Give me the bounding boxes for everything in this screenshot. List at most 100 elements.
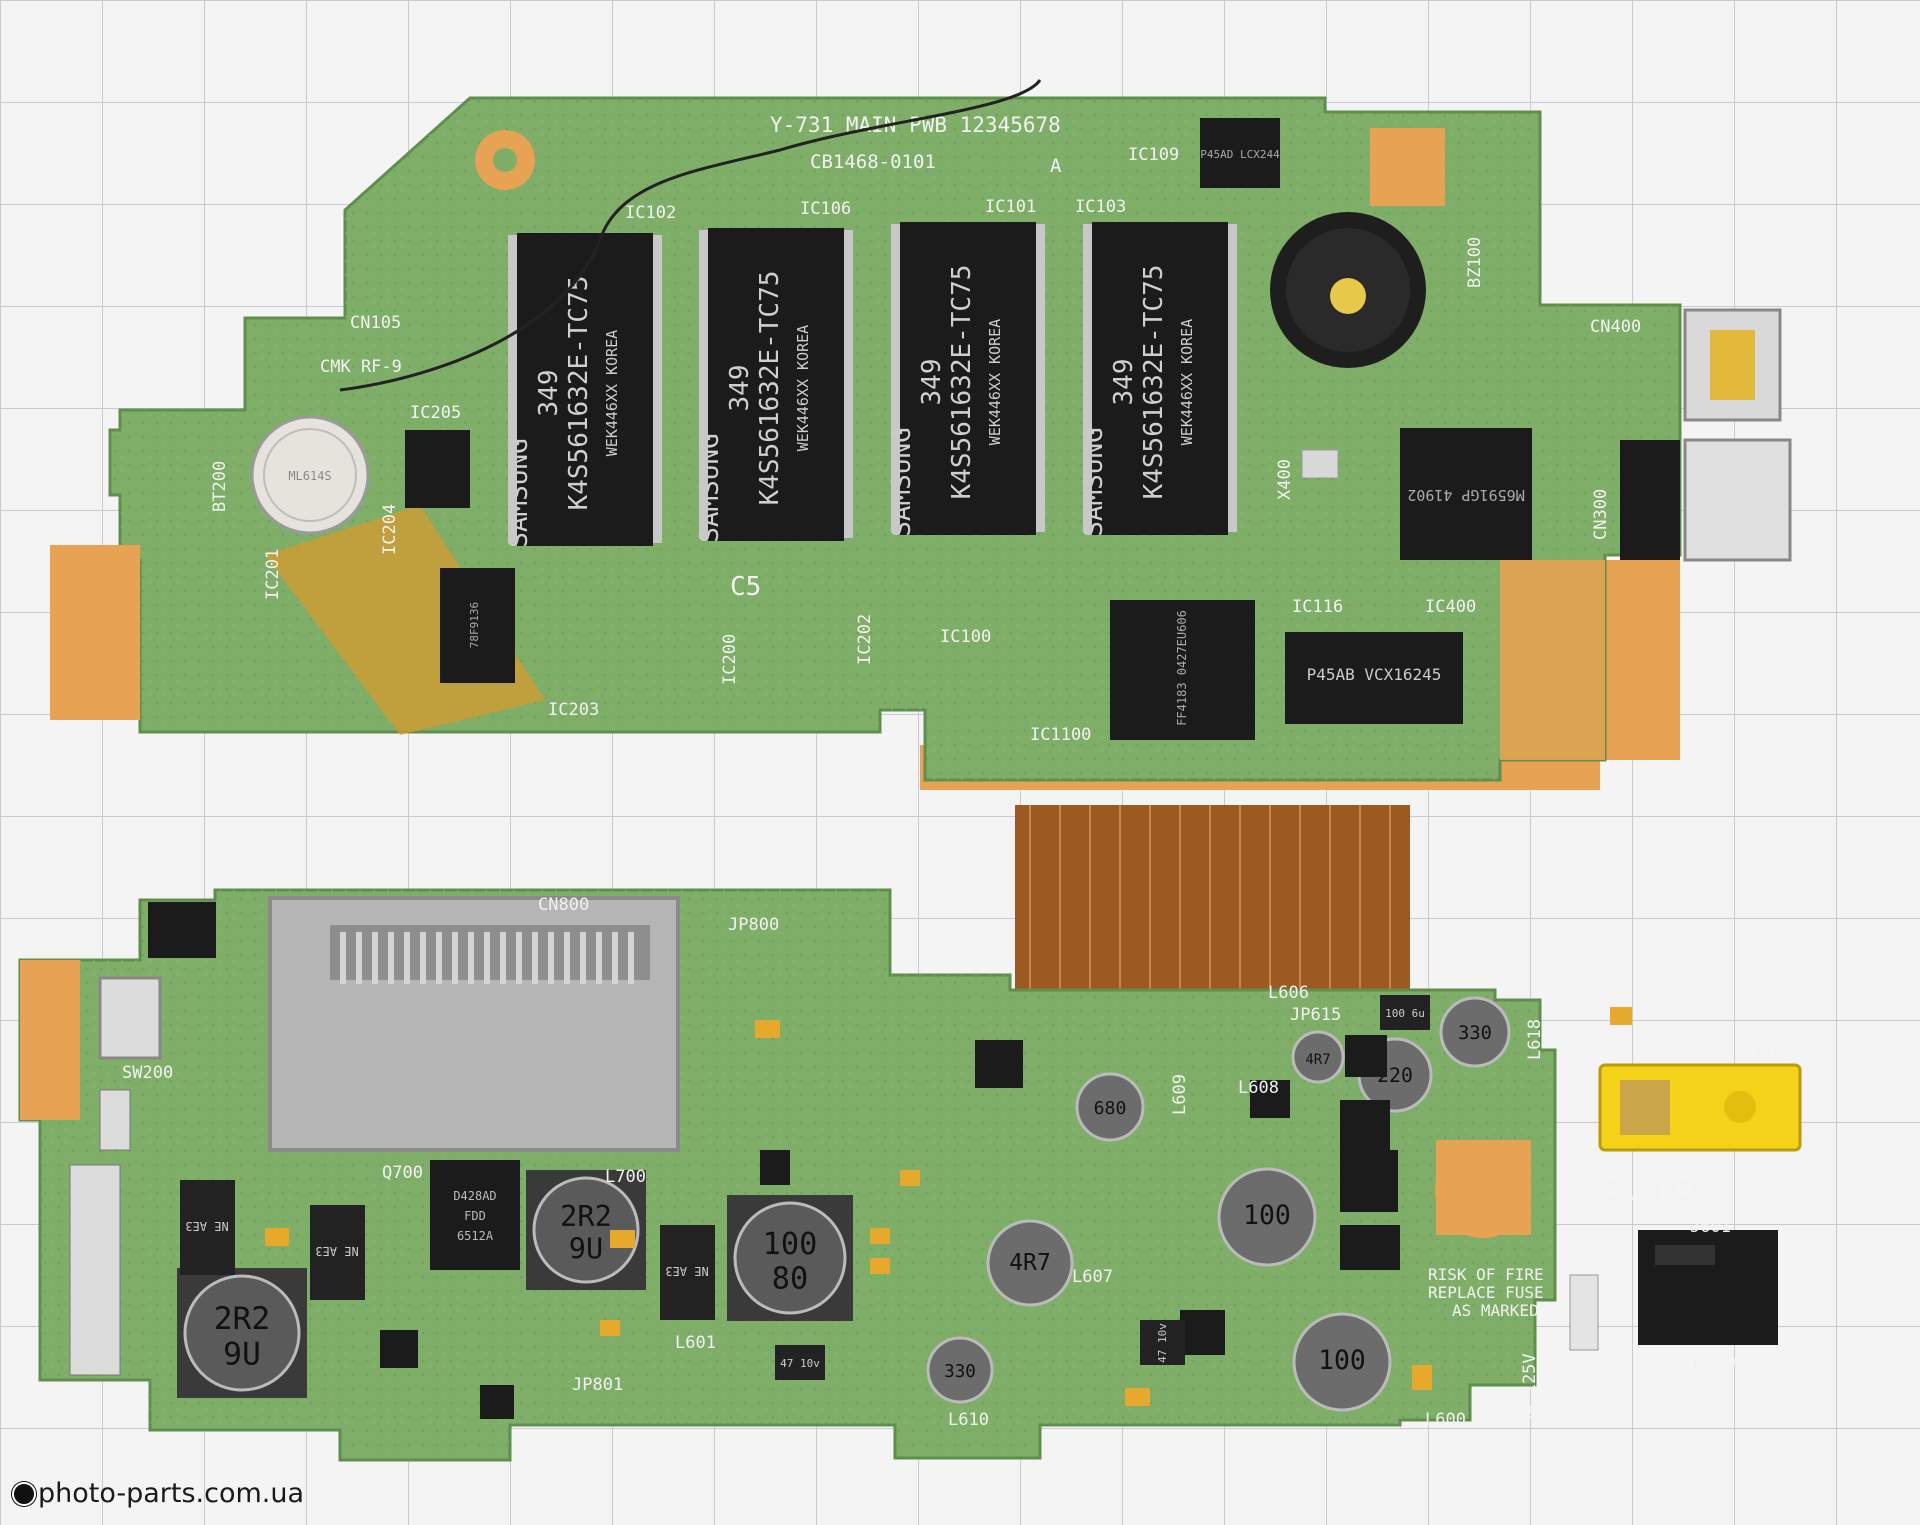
diode-3: NE AE3 [660,1225,715,1320]
svg-text:A: A [1050,155,1062,177]
mem-chip-2: 349 K4S561632E-TC75 SAMSUNG WEK446XX KOR… [695,228,844,543]
connector-cn300 [1620,438,1792,562]
svg-text:JP615: JP615 [1290,1005,1341,1025]
inductor-l600: 100 [1292,1312,1392,1412]
ic116: P45AB VCX16245 [1285,632,1463,724]
small-ics [380,1035,1400,1419]
inductor-label: 4R7 [1009,1250,1051,1276]
svg-text:349: 349 [534,370,564,417]
svg-text:NE AE3: NE AE3 [185,1219,228,1233]
bottom-silkscreen: CN800 JP800 SW200 Q700 L700 L601 JP801 L… [122,895,1793,1430]
svg-text:IC103: IC103 [1075,197,1126,217]
watermark-text: photo-parts.com.ua [38,1478,305,1509]
crystal-x400 [1301,449,1339,479]
inductor-label: 9U [569,1232,603,1266]
inductor-label: 9U [223,1336,261,1372]
svg-text:CN300: CN300 [1591,489,1611,540]
diode-1: NE AE3 [180,1180,235,1275]
ic400: M6591GP 41902 [1400,428,1532,560]
svg-text:IC101: IC101 [985,197,1036,217]
inductor-label: 80 [772,1261,808,1296]
svg-text:78F9136: 78F9136 [468,602,481,648]
svg-text:6512A: 6512A [457,1229,494,1243]
inductor-label: 680 [1094,1098,1127,1119]
svg-text:Y-731 MAIN PWB 12345678: Y-731 MAIN PWB 12345678 [770,113,1061,137]
svg-text:FB600: FB600 [1692,1353,1743,1373]
svg-text:L606: L606 [1268,983,1309,1003]
switch-sw200 [98,902,216,1060]
inductor-label: 2R2 [214,1301,271,1337]
svg-text:WEK446XX KOREA: WEK446XX KOREA [1178,319,1196,445]
svg-text:P45AD LCX244: P45AD LCX244 [1200,148,1280,161]
svg-text:J100: J100 [1752,1045,1793,1065]
svg-text:NE AE3: NE AE3 [665,1264,708,1278]
svg-text:Q700: Q700 [382,1163,423,1183]
ic109: P45AD LCX244 [1200,118,1280,188]
svg-text:IC200: IC200 [720,634,740,685]
usb-connector-cn400 [1683,308,1782,422]
svg-text:JP800: JP800 [728,915,779,935]
svg-text:FDD: FDD [464,1209,486,1223]
svg-text:349: 349 [725,365,755,412]
inductor-label: 330 [1458,1023,1492,1044]
svg-text:RISK OF FIRE: RISK OF FIRE [1428,1265,1544,1284]
cap-47-10v-a: 47 10v [775,1345,825,1380]
svg-text:WEK446XX KOREA: WEK446XX KOREA [603,330,621,456]
svg-text:L610: L610 [948,1410,989,1430]
svg-text:IC203: IC203 [548,700,599,720]
svg-text:L601: L601 [675,1333,716,1353]
svg-text:IC100: IC100 [940,627,991,647]
svg-text:REPLACE FUSE: REPLACE FUSE [1428,1283,1544,1302]
inductor-label: 100 [763,1227,818,1262]
svg-text:L607: L607 [1072,1267,1113,1287]
watermark-logo-icon [12,1481,36,1506]
svg-text:D428AD: D428AD [453,1189,496,1203]
svg-text:IC205: IC205 [410,403,461,423]
jack-j601 [1638,1230,1778,1345]
inductor-label: 100 [1318,1345,1366,1376]
svg-text:IC204: IC204 [380,504,400,555]
inductor-l609: 680 [1075,1072,1145,1142]
svg-text:CMK RF-9: CMK RF-9 [320,357,402,377]
fuse-f601 [1569,1274,1599,1351]
svg-text:FF4183 0427EU606: FF4183 0427EU606 [1175,610,1189,726]
jack-j100 [1598,1063,1802,1152]
top-silkscreen: Y-731 MAIN PWB 12345678 CB1468-0101 A CM… [210,113,1641,745]
svg-text:WEK446XX KOREA: WEK446XX KOREA [794,325,812,451]
wire [339,79,1042,392]
svg-text:L600: L600 [1425,1410,1466,1430]
svg-text:AS MARKED: AS MARKED [1452,1301,1539,1320]
svg-text:K4S561632E-TC75: K4S561632E-TC75 [564,276,594,511]
mem-chip-1: 349 K4S561632E-TC75 SAMSUNG WEK446XX KOR… [504,233,653,548]
svg-text:47 10v: 47 10v [780,1357,820,1370]
diode-2: NE AE3 [310,1205,365,1300]
svg-text:CN400: CN400 [1590,317,1641,337]
svg-text:IC1100: IC1100 [1030,725,1091,745]
ic1100: FF4183 0427EU606 [1110,600,1255,740]
flex-cable [1015,805,1410,990]
svg-text:IC201: IC201 [263,549,283,600]
pin-header [69,1089,131,1376]
svg-text:BT200: BT200 [210,461,230,512]
mosfet-q700: D428AD FDD 6512A [430,1160,520,1270]
watermark: photo-parts.com.ua [12,1478,304,1509]
svg-text:ML614S: ML614S [288,469,331,483]
svg-text:L608: L608 [1238,1078,1279,1098]
svg-text:IC116: IC116 [1292,597,1343,617]
coin-battery: ML614S [250,415,370,535]
ic204: 78F9136 [440,568,515,683]
card-slot-cn800 [268,896,680,1152]
svg-text:L609: L609 [1170,1074,1190,1115]
svg-text:J601: J601 [1690,1217,1731,1237]
inductor-label: 330 [944,1362,976,1382]
svg-text:5A 125V: 5A 125V [1605,1178,1706,1206]
svg-text:CN800: CN800 [538,895,589,915]
svg-text:IC202: IC202 [855,614,875,665]
chip-pins [508,224,1237,543]
svg-text:5A 125V: 5A 125V [1520,1353,1540,1425]
svg-text:F601: F601 [1599,1224,1619,1265]
